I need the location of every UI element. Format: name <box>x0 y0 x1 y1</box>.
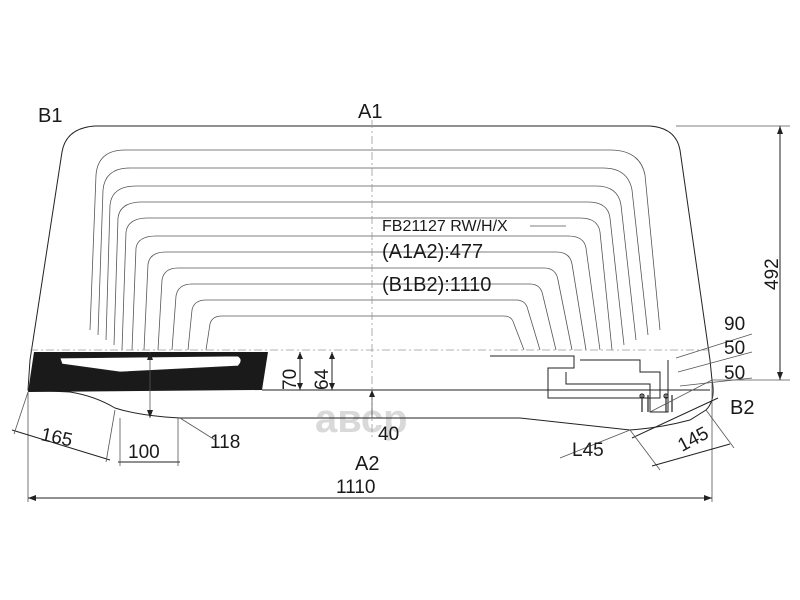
part-b1b2: (B1B2):1110 <box>382 274 491 296</box>
dim-height-label: 492 <box>762 258 783 290</box>
dim-165-line <box>11 429 111 461</box>
dim-50a-leader <box>677 351 753 373</box>
dim-70-label: 70 <box>280 369 301 390</box>
part-a1a2: (A1A2):477 <box>382 241 483 263</box>
watermark: aвсp <box>315 397 408 441</box>
point-b1: B1 <box>38 105 62 127</box>
dim-50b-leader <box>679 377 753 387</box>
dim-145-line <box>631 397 719 439</box>
point-b2: B2 <box>730 397 754 419</box>
dim-165-label: 165 <box>39 424 74 451</box>
dim-118-label: 118 <box>210 432 240 453</box>
dim-64-label: 64 <box>312 368 333 390</box>
dim-50a-label: 50 <box>724 338 745 359</box>
dim-40-label: 40 <box>378 424 399 445</box>
heater-grid <box>89 149 661 351</box>
bracket-right <box>490 355 661 399</box>
l45-leader <box>559 429 631 459</box>
dim-50b-label: 50 <box>724 363 745 384</box>
point-a2: A2 <box>355 453 379 475</box>
dim-100-label: 100 <box>128 442 160 463</box>
ceramic-cutout <box>59 355 242 373</box>
dim-145-label: 145 <box>674 423 712 456</box>
dim-118-leader <box>179 417 216 441</box>
dim-90-label: 90 <box>724 314 745 335</box>
l45-label: L45 <box>572 440 604 461</box>
point-a1: A1 <box>358 101 382 123</box>
part-code: FB21127 RW/H/X <box>382 218 508 235</box>
glass-outline <box>27 125 714 431</box>
dim-90-leader <box>675 333 753 359</box>
dim-width-label: 1110 <box>336 477 375 498</box>
bracket-inner <box>565 360 669 413</box>
